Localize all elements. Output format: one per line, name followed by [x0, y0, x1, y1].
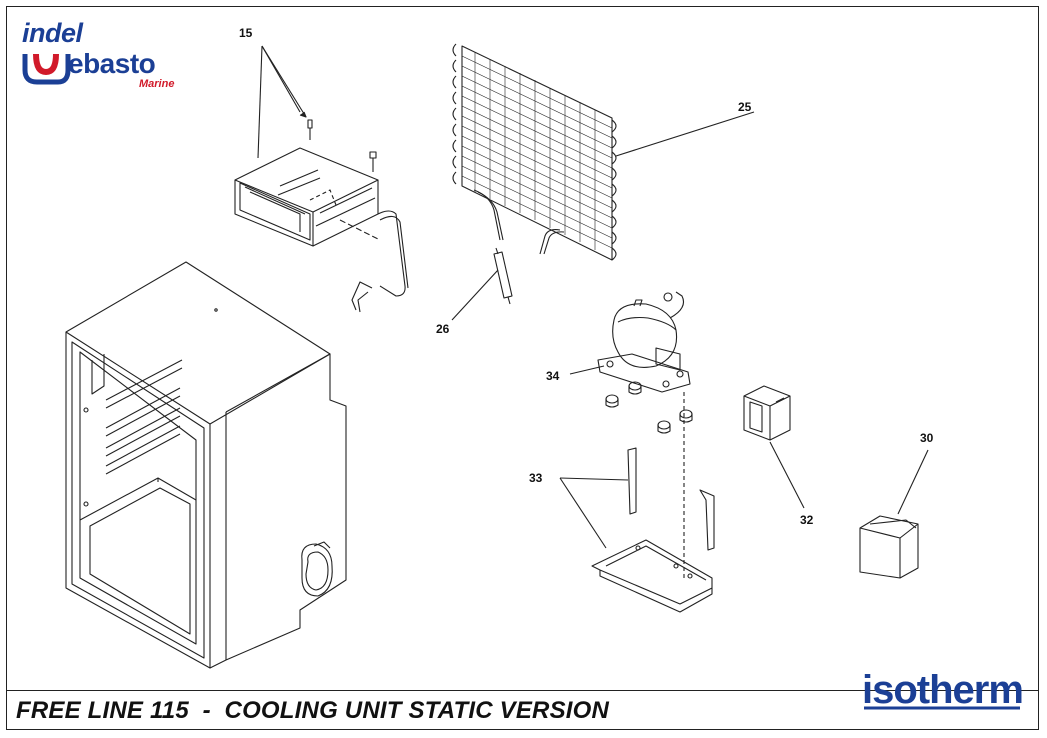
leader-15c — [261, 45, 301, 113]
leader-33b — [559, 477, 607, 549]
filter-drier-part-26 — [493, 247, 513, 305]
condenser-part-25 — [452, 43, 617, 261]
drawing-frame — [6, 6, 1039, 730]
bracket-part-33 — [591, 447, 715, 613]
callout-33: 33 — [529, 471, 543, 485]
page-title: FREE LINE 115 - COOLING UNIT STATIC VERS… — [16, 697, 610, 724]
leader-15a — [257, 45, 263, 159]
relay-box-part-32 — [743, 385, 791, 441]
callout-34: 34 — [546, 369, 560, 383]
leader-33a — [559, 477, 629, 481]
title-bar — [6, 690, 1039, 730]
callout-25: 25 — [738, 100, 752, 114]
brand-isotherm: isotherm — [862, 668, 1024, 712]
callout-30: 30 — [920, 431, 934, 445]
callout-26: 26 — [436, 322, 450, 336]
brand-marine: Marine — [139, 78, 175, 90]
rubber-grommets — [605, 381, 693, 434]
refrigerator-cabinet — [65, 261, 347, 669]
leader-25 — [615, 111, 755, 157]
callout-32: 32 — [800, 513, 814, 527]
compressor-part-34 — [597, 291, 691, 393]
brand-webasto: ebasto — [68, 48, 156, 79]
leader-30 — [897, 449, 929, 515]
leader-34 — [569, 365, 605, 375]
thermostat-part-30 — [859, 515, 919, 579]
callout-15: 15 — [239, 26, 253, 40]
webasto-w-logo-icon — [22, 53, 71, 85]
leader-26 — [451, 269, 499, 321]
leader-32 — [769, 441, 805, 509]
brand-indel: indel — [22, 18, 83, 48]
evaporator-box-part-15 — [234, 119, 409, 313]
